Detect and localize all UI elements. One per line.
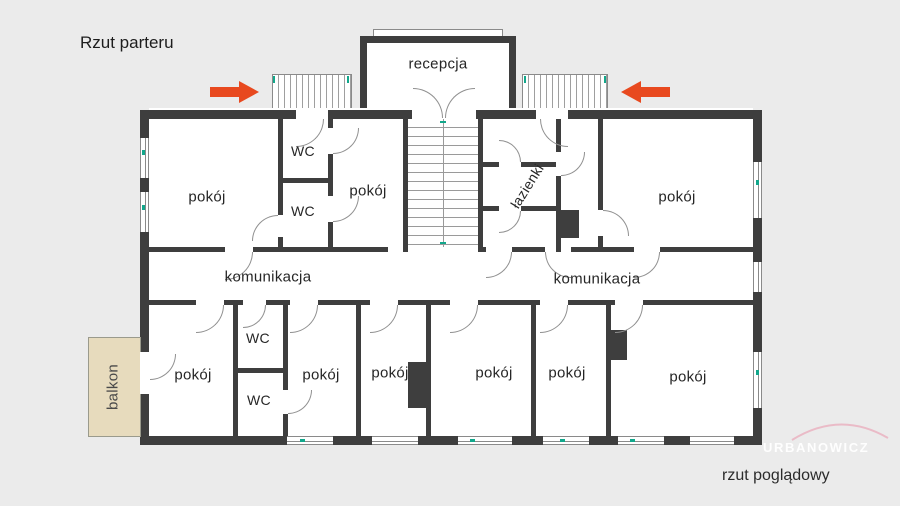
survey-tick <box>273 76 275 83</box>
room-label-wc-t2: WC <box>291 203 315 219</box>
reception-annex <box>360 36 516 119</box>
plan-caption: rzut poglądowy <box>722 467 830 484</box>
room-label-pokoj-tl: pokój <box>188 188 226 206</box>
window <box>140 192 149 232</box>
window <box>753 162 762 218</box>
wall <box>568 110 762 119</box>
survey-tick <box>756 180 759 185</box>
wall <box>478 247 486 252</box>
window <box>287 436 333 445</box>
wall <box>328 222 333 252</box>
wall <box>233 305 238 436</box>
room-label-recepcja: recepcja <box>408 55 468 73</box>
wall <box>568 300 615 305</box>
room-label-wc-b1: WC <box>246 330 270 346</box>
entrance-stairs-left <box>272 74 352 112</box>
wall <box>598 236 603 252</box>
survey-tick <box>347 76 349 83</box>
window <box>372 436 418 445</box>
wall <box>571 247 634 252</box>
survey-tick <box>604 76 606 83</box>
wall <box>478 119 483 252</box>
survey-tick <box>142 150 145 155</box>
wall <box>238 368 283 373</box>
wall <box>403 119 408 252</box>
window <box>690 436 734 445</box>
room-label-pokoj-b6: pokój <box>669 368 707 386</box>
wall <box>283 414 288 436</box>
survey-tick <box>560 439 565 442</box>
wall <box>140 436 762 445</box>
room-label-pokoj-t2: pokój <box>349 182 387 200</box>
staircase <box>408 119 478 247</box>
survey-tick <box>300 439 305 442</box>
wall <box>531 305 536 436</box>
survey-tick <box>440 121 446 123</box>
window <box>753 352 762 408</box>
wall <box>283 305 288 390</box>
room-label-pokoj-b1: pokój <box>174 366 212 384</box>
wall <box>598 119 603 210</box>
room-label-balkon: balkon <box>104 363 122 411</box>
wall <box>398 300 450 305</box>
wall <box>476 110 536 119</box>
room-label-pokoj-b3: pokój <box>371 364 409 382</box>
wall <box>328 110 412 119</box>
wall <box>483 206 499 211</box>
service-shaft <box>611 330 627 360</box>
room-label-wc-b2: WC <box>247 392 271 408</box>
wall <box>521 206 556 211</box>
wall <box>149 300 196 305</box>
watermark-text: URBANOWICZ <box>763 440 870 455</box>
wall <box>253 247 388 252</box>
wall <box>356 305 361 436</box>
wall <box>278 119 283 215</box>
service-shaft <box>408 362 426 408</box>
survey-tick <box>524 76 526 83</box>
watermark-swoosh-icon <box>790 416 890 442</box>
wall <box>318 300 370 305</box>
survey-tick <box>630 439 635 442</box>
room-label-pokoj-b5: pokój <box>548 364 586 382</box>
wall <box>643 300 753 305</box>
window <box>140 138 149 178</box>
wall <box>521 162 556 167</box>
entry-arrow-left-icon <box>210 79 260 105</box>
window <box>753 262 762 292</box>
window <box>458 436 512 445</box>
survey-tick <box>142 205 145 210</box>
wall <box>149 247 225 252</box>
room-label-pokoj-tr: pokój <box>658 188 696 206</box>
wall <box>478 300 540 305</box>
entry-arrow-right-icon <box>620 79 670 105</box>
wall <box>328 154 333 196</box>
room-label-pokoj-b2: pokój <box>302 366 340 384</box>
service-shaft <box>561 210 579 238</box>
room-label-wc-t1: WC <box>291 143 315 159</box>
wall <box>426 305 431 436</box>
survey-tick <box>440 242 446 244</box>
wall <box>224 300 243 305</box>
room-label-komunikacja-right: komunikacja <box>553 270 641 288</box>
wall <box>140 110 296 119</box>
wall <box>328 119 333 128</box>
room-label-pokoj-b4: pokój <box>475 364 513 382</box>
wall <box>140 110 149 445</box>
wall <box>483 162 499 167</box>
wall <box>606 305 611 436</box>
page-title: Rzut parteru <box>80 33 174 52</box>
window <box>618 436 664 445</box>
wall <box>512 247 545 252</box>
wall <box>660 247 753 252</box>
entrance-stairs-right <box>522 74 608 112</box>
window <box>543 436 589 445</box>
room-label-komunikacja-left: komunikacja <box>224 268 312 286</box>
survey-tick <box>470 439 475 442</box>
wall <box>278 237 283 252</box>
wall <box>266 300 290 305</box>
wall <box>556 176 561 252</box>
balcony-door-gap <box>140 352 149 394</box>
wall <box>283 178 328 183</box>
survey-tick <box>756 370 759 375</box>
